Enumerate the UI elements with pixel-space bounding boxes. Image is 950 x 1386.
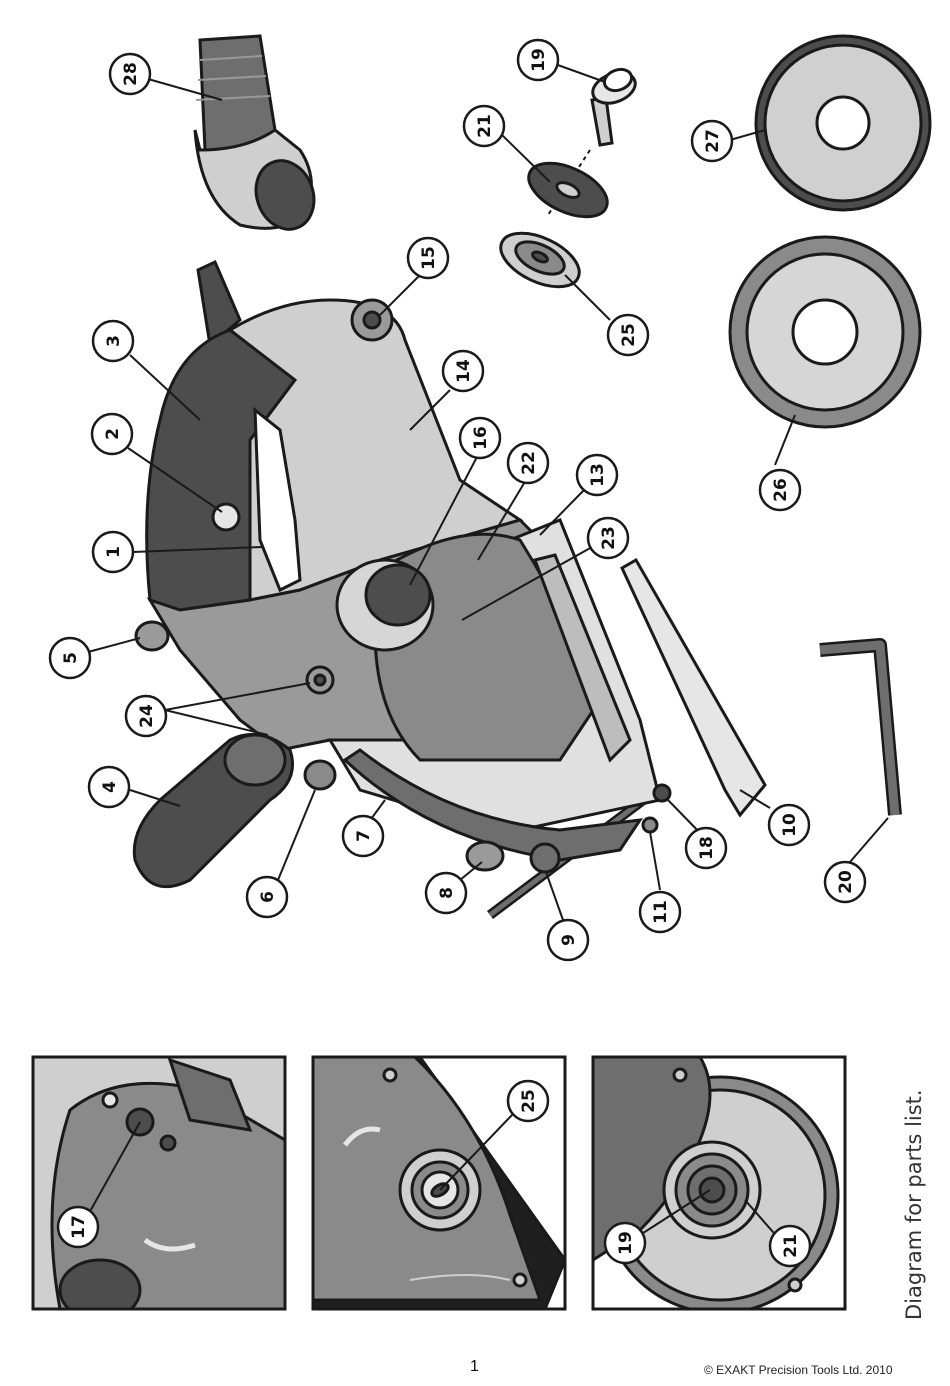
- callout-25: 25: [606, 313, 650, 357]
- callout-2: 2: [90, 412, 134, 456]
- inset-1-depth-lock: 17: [31, 1055, 287, 1311]
- page-number: 1: [470, 1358, 479, 1375]
- svg-text:7: 7: [354, 830, 374, 842]
- callout-15: 15: [406, 236, 450, 280]
- svg-text:3: 3: [104, 335, 124, 347]
- svg-text:11: 11: [651, 900, 671, 924]
- callout-22: 22: [506, 441, 550, 485]
- callout-7: 7: [341, 814, 385, 858]
- svg-text:23: 23: [599, 526, 619, 550]
- svg-text:4: 4: [100, 781, 120, 793]
- svg-text:25: 25: [519, 1089, 539, 1113]
- svg-text:18: 18: [697, 836, 717, 860]
- callout-10: 10: [767, 803, 811, 847]
- svg-text:22: 22: [519, 451, 539, 475]
- diagram-caption-text: Diagram for parts list.: [902, 1089, 926, 1320]
- callout-14: 14: [441, 349, 485, 393]
- svg-text:17: 17: [69, 1215, 89, 1239]
- svg-text:19: 19: [616, 1231, 636, 1255]
- part-outer-flange: [527, 161, 609, 219]
- inset-1-callout-17: 17: [56, 1205, 100, 1249]
- inset-3-callout-19: 19: [603, 1221, 647, 1265]
- part-toothed-saw-blade: [728, 235, 922, 429]
- svg-text:1: 1: [104, 546, 124, 558]
- svg-text:24: 24: [137, 704, 157, 728]
- svg-text:15: 15: [419, 246, 439, 270]
- callout-9: 9: [546, 918, 590, 962]
- callout-21: 21: [462, 104, 506, 148]
- part-inner-flange: [499, 231, 581, 289]
- callout-5: 5: [48, 636, 92, 680]
- part-diamond-blade: [754, 34, 932, 212]
- callout-16: 16: [458, 416, 502, 460]
- inset-2-inner-flange: 25: [311, 1055, 567, 1311]
- svg-text:21: 21: [781, 1234, 801, 1258]
- svg-text:8: 8: [437, 887, 457, 899]
- copyright-notice: © EXAKT Precision Tools Ltd. 2010: [704, 1363, 893, 1377]
- callout-20: 20: [823, 860, 867, 904]
- svg-text:5: 5: [61, 652, 81, 664]
- callout-19: 19: [516, 38, 560, 82]
- svg-text:20: 20: [836, 870, 856, 894]
- callout-28: 28: [108, 52, 152, 96]
- svg-text:21: 21: [475, 114, 495, 138]
- callout-23: 23: [586, 516, 630, 560]
- diagram-caption: Diagram for parts list.: [890, 1070, 950, 1330]
- callout-6: 6: [245, 875, 289, 919]
- callout-24: 24: [124, 694, 168, 738]
- svg-text:27: 27: [703, 129, 723, 153]
- svg-text:10: 10: [780, 813, 800, 837]
- part-hex-key: [819, 638, 902, 816]
- part-dust-hose-adapter: [193, 34, 316, 231]
- callout-1: 1: [91, 530, 135, 574]
- svg-text:26: 26: [771, 478, 791, 502]
- svg-text:16: 16: [471, 426, 491, 450]
- part-arbor-bolt: [547, 67, 637, 216]
- callout-18: 18: [684, 826, 728, 870]
- callout-4: 4: [87, 765, 131, 809]
- svg-text:19: 19: [529, 48, 549, 72]
- inset-3-callout-21: 21: [768, 1224, 812, 1268]
- svg-text:28: 28: [121, 62, 141, 86]
- svg-text:13: 13: [588, 463, 608, 487]
- callout-26: 26: [758, 468, 802, 512]
- inset-3-bolt-and-flange: 19 21: [591, 1055, 847, 1311]
- svg-text:14: 14: [454, 359, 474, 383]
- callout-8: 8: [424, 871, 468, 915]
- svg-text:2: 2: [103, 428, 123, 440]
- inset-2-callout-25: 25: [506, 1079, 550, 1123]
- svg-text:25: 25: [619, 323, 639, 347]
- callout-27: 27: [690, 119, 734, 163]
- svg-text:9: 9: [559, 934, 579, 946]
- callout-3: 3: [91, 319, 135, 363]
- circular-saw-body: [132, 259, 672, 889]
- callout-11: 11: [638, 890, 682, 934]
- callout-13: 13: [575, 453, 619, 497]
- svg-text:6: 6: [258, 891, 278, 903]
